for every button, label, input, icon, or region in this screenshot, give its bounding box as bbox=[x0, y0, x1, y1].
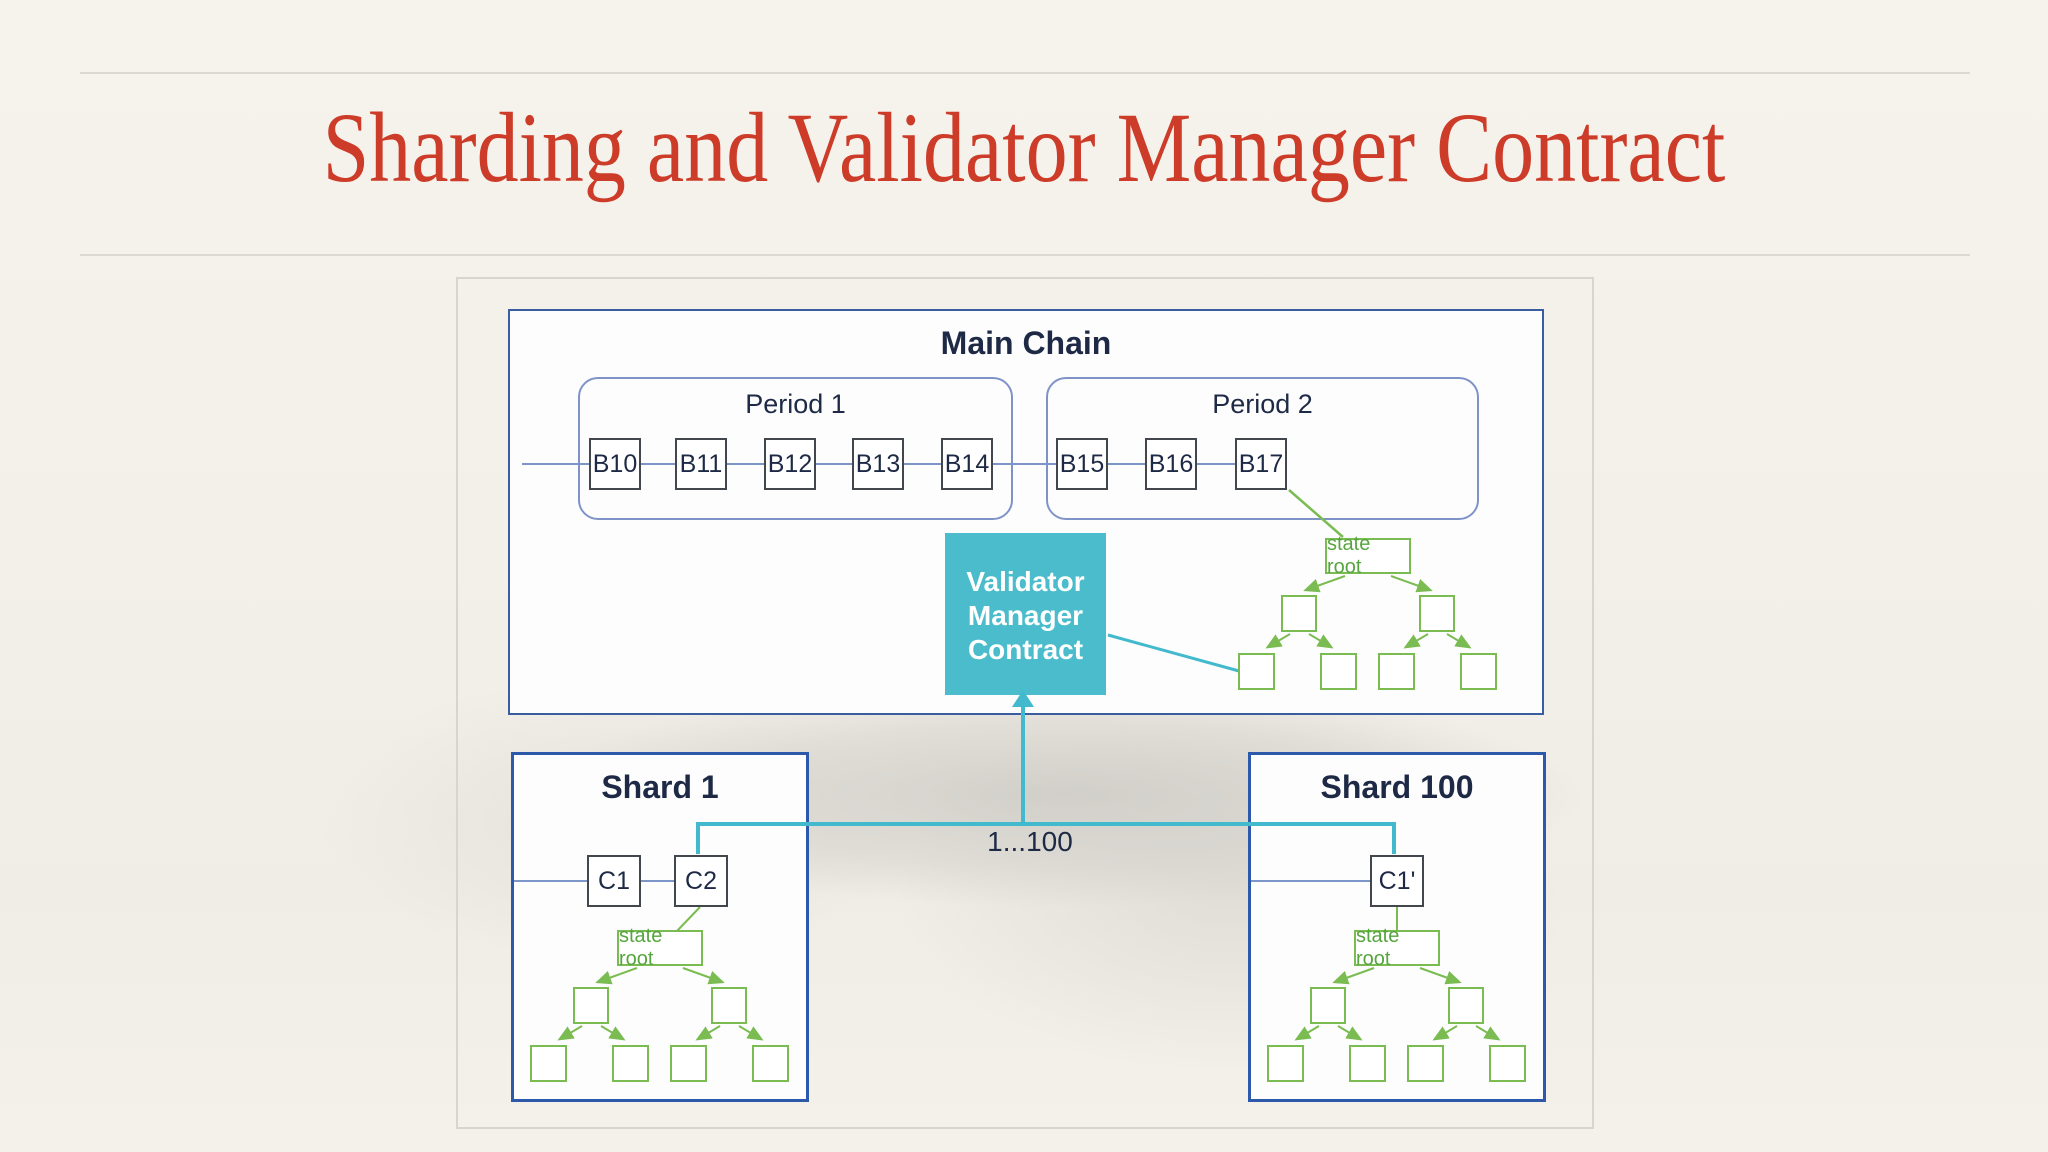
divider-top bbox=[80, 72, 1970, 74]
tree-leaf bbox=[612, 1045, 649, 1082]
block-b12: B12 bbox=[764, 438, 816, 490]
period-1-label: Period 1 bbox=[745, 389, 846, 419]
tree-arrows bbox=[557, 967, 764, 1041]
tree-leaf bbox=[1267, 1045, 1304, 1082]
block-b13: B13 bbox=[852, 438, 904, 490]
shard-100-chain-line bbox=[1251, 880, 1370, 882]
arrow-up-icon bbox=[1012, 690, 1034, 707]
page-title-text: Sharding and Validator Manager Contract bbox=[322, 92, 1726, 203]
diagram-frame bbox=[456, 277, 1594, 1129]
vmc-trunk-line bbox=[1021, 705, 1025, 826]
state-root-box: state root bbox=[1354, 925, 1440, 970]
block-b17: B17 bbox=[1235, 438, 1287, 490]
shard-100-connector-lines bbox=[1396, 907, 1398, 931]
main-chain-title: Main Chain bbox=[940, 325, 1112, 361]
state-root-box: state root bbox=[1325, 533, 1411, 578]
block-b14: B14 bbox=[941, 438, 993, 490]
divider-below-title bbox=[80, 254, 1970, 256]
tree-leaf bbox=[1407, 1045, 1444, 1082]
tree-leaf bbox=[1349, 1045, 1386, 1082]
shard-1-riser-line bbox=[696, 822, 700, 854]
tree-leaf bbox=[530, 1045, 567, 1082]
block-c1: C1 bbox=[587, 855, 641, 907]
tree-node bbox=[573, 987, 609, 1024]
tree-arrows bbox=[1294, 967, 1501, 1041]
page-title: Sharding and Validator Manager Contract bbox=[0, 88, 2048, 208]
tree-node bbox=[1281, 595, 1317, 632]
c2-to-state-root-line bbox=[676, 906, 701, 932]
tree-arrows bbox=[1265, 575, 1472, 649]
vmc-line-3: Contract bbox=[967, 634, 1084, 665]
shard-100-box: Shard 100 C1' state root bbox=[1248, 752, 1546, 1102]
block-b16: B16 bbox=[1145, 438, 1197, 490]
shard-1-merkle-tree: state root bbox=[530, 925, 790, 1082]
shard-100-riser-line bbox=[1392, 822, 1396, 854]
shard-range-label: 1...100 bbox=[987, 826, 1073, 857]
tree-leaf bbox=[1320, 653, 1357, 690]
shard-1-box: Shard 1 C1 C2 state root bbox=[511, 752, 809, 1102]
block-b15: B15 bbox=[1056, 438, 1108, 490]
main-chain-merkle-tree: state root bbox=[1238, 533, 1498, 690]
block-c2: C2 bbox=[674, 855, 728, 907]
state-root-box: state root bbox=[617, 925, 703, 970]
block-b11: B11 bbox=[675, 438, 727, 490]
shard-100-merkle-tree: state root bbox=[1267, 925, 1527, 1082]
tree-node bbox=[1310, 987, 1346, 1024]
tree-node bbox=[711, 987, 747, 1024]
validator-manager-contract-box: Validator Manager Contract bbox=[945, 533, 1106, 695]
tree-node bbox=[1448, 987, 1484, 1024]
tree-leaf bbox=[1238, 653, 1275, 690]
period-2-label: Period 2 bbox=[1212, 389, 1313, 419]
main-chain-connector-lines bbox=[1107, 489, 1344, 673]
main-chain-box: Main Chain Period 1 Period 2 B10 B11 B12… bbox=[508, 309, 1544, 715]
block-c1-prime: C1' bbox=[1370, 855, 1424, 907]
tree-leaf bbox=[752, 1045, 789, 1082]
shards-to-vmc-horizontal-line bbox=[696, 822, 1396, 826]
shard-1-connector-lines bbox=[676, 906, 701, 932]
tree-leaf bbox=[1489, 1045, 1526, 1082]
vmc-line-2: Manager bbox=[967, 600, 1084, 631]
tree-leaf bbox=[1378, 653, 1415, 690]
block-b10: B10 bbox=[589, 438, 641, 490]
tree-leaf bbox=[1460, 653, 1497, 690]
b17-to-state-root-line bbox=[1288, 489, 1344, 538]
shard-1-title: Shard 1 bbox=[601, 769, 719, 805]
tree-leaf bbox=[670, 1045, 707, 1082]
period-2-box: Period 2 bbox=[1046, 377, 1479, 520]
tree-node bbox=[1419, 595, 1455, 632]
shard-100-title: Shard 100 bbox=[1320, 769, 1474, 805]
vmc-line-1: Validator bbox=[966, 566, 1085, 597]
period-1-box: Period 1 bbox=[578, 377, 1013, 520]
vmc-to-tree-line bbox=[1107, 633, 1240, 673]
